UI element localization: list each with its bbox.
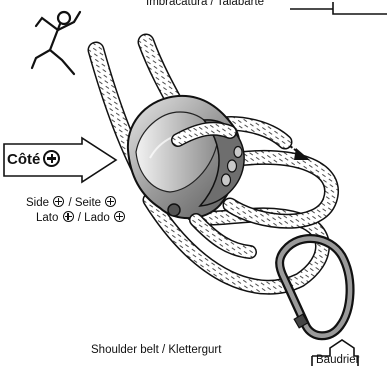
circled-plus-icon bbox=[53, 196, 64, 207]
cote-label: Côté bbox=[7, 150, 61, 167]
lato-text: Lato bbox=[36, 212, 58, 224]
top-label-frame bbox=[290, 2, 387, 14]
circled-plus-icon bbox=[63, 211, 74, 222]
shoulder-belt-label: Shoulder belt / Klettergurt bbox=[91, 345, 221, 357]
circled-plus-icon bbox=[114, 211, 125, 222]
circled-plus-icon bbox=[43, 150, 60, 167]
cote-text: Côté bbox=[7, 151, 40, 168]
climber-figure-icon bbox=[32, 12, 80, 74]
seite-text: / Seite bbox=[68, 197, 101, 209]
baudrier-label: Baudrier bbox=[316, 355, 359, 367]
lado-text: / Lado bbox=[78, 212, 110, 224]
side-text: Side bbox=[26, 197, 49, 209]
circled-plus-icon bbox=[105, 196, 116, 207]
side-label-line-1: Side / Seite bbox=[26, 196, 117, 210]
top-rope-label: Imbracatura / Talabarte bbox=[146, 0, 264, 9]
side-label-line-2: Lato / Lado bbox=[36, 211, 126, 225]
